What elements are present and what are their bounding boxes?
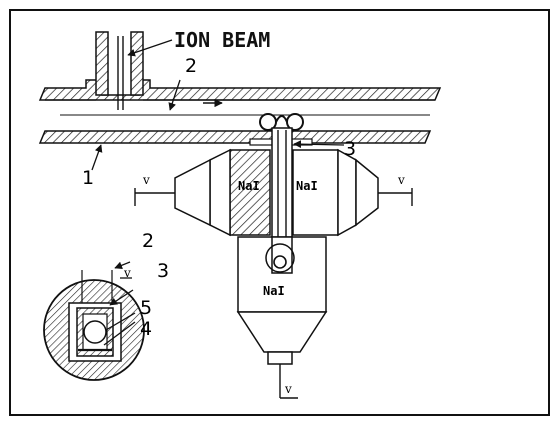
beam-tube xyxy=(38,31,442,144)
label-nai-right: NaI xyxy=(296,179,318,193)
ion-beam-label: ION BEAM xyxy=(174,28,270,52)
label-5-inset: 5 xyxy=(140,297,152,319)
nai-detector-left xyxy=(134,148,271,237)
label-2-inset: 2 xyxy=(142,230,154,252)
label-1-wall: 1 xyxy=(82,167,94,189)
label-3-tape: 3 xyxy=(344,138,356,160)
label-nai-left: NaI xyxy=(238,179,260,193)
label-4-inset: 4 xyxy=(140,318,152,340)
label-3-inset: 3 xyxy=(157,260,169,282)
beam-path xyxy=(60,36,430,116)
label-nai-bottom: NaI xyxy=(263,284,285,298)
figure-frame xyxy=(9,9,550,416)
label-v-left: v xyxy=(142,173,150,187)
label-v-right: v xyxy=(397,173,405,187)
leader-lines xyxy=(91,39,345,346)
inset-cross-section xyxy=(43,270,145,381)
nai-detector-bottom xyxy=(236,236,328,399)
label-v-inset: v xyxy=(123,266,131,280)
nai-detector-right xyxy=(292,148,413,237)
label-2-tube: 2 xyxy=(185,55,197,77)
label-v-bottom: v xyxy=(284,382,292,396)
